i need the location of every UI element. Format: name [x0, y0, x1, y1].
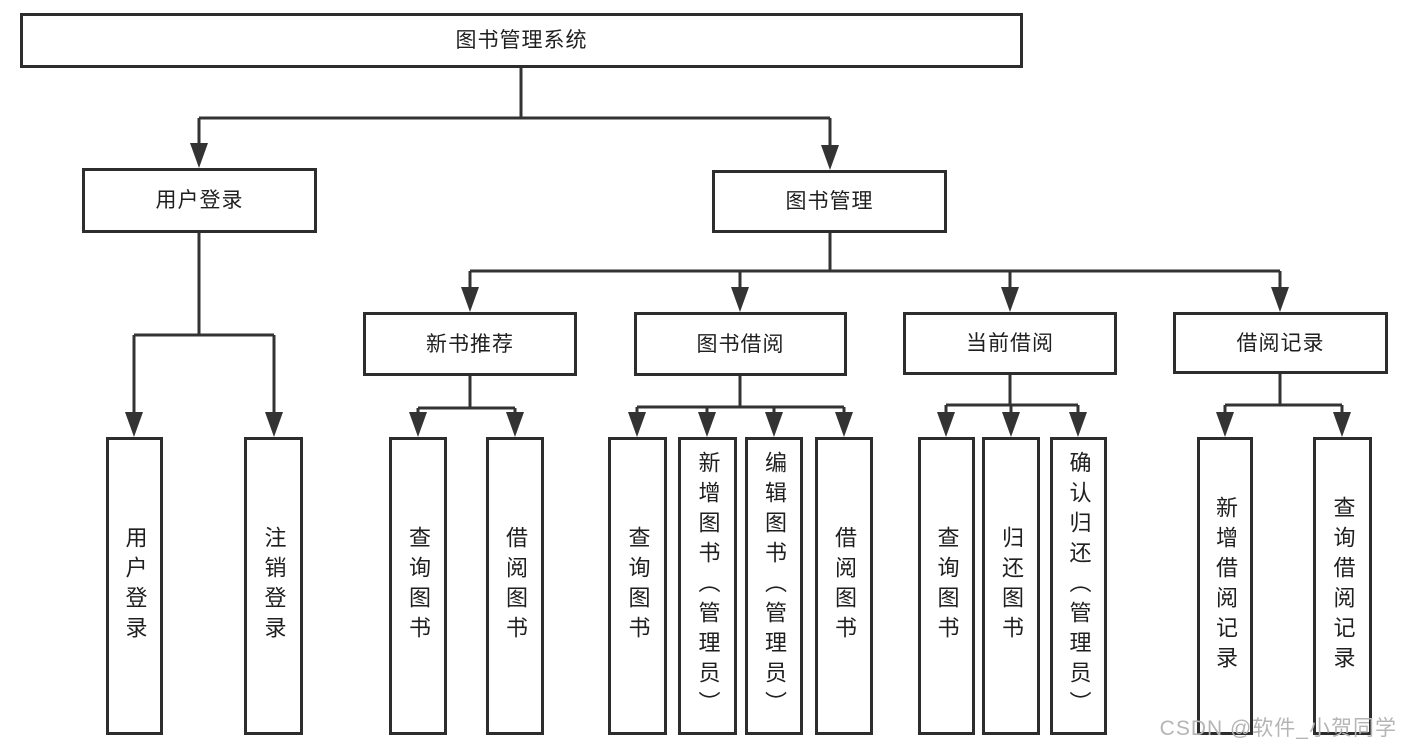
- leaf-add-books-admin: 新增图书（管理员）: [678, 437, 737, 735]
- leaf-confirm-return-admin: 确认归还（管理员）: [1050, 437, 1107, 735]
- leaf-newbook-borrow-books: 借阅图书: [486, 437, 544, 735]
- node-book-management-group-label: 图书管理: [785, 190, 874, 213]
- leaf-newbook-query-books-label: 查询图书: [406, 526, 431, 646]
- node-current-borrowing-label: 当前借阅: [966, 332, 1054, 355]
- leaf-edit-books-admin: 编辑图书（管理员）: [745, 437, 803, 735]
- node-book-borrowing-label: 图书借阅: [696, 332, 785, 356]
- leaf-borrowing-query-books-label: 查询图书: [625, 526, 651, 646]
- leaf-user-login: 用户登录: [106, 437, 163, 735]
- csdn-watermark: CSDN @软件_小贺同学: [1159, 717, 1397, 740]
- node-new-book-recommend-label: 新书推荐: [426, 332, 514, 356]
- node-book-management-group: 图书管理: [712, 170, 947, 233]
- node-user-login-group-label: 用户登录: [155, 189, 244, 212]
- node-user-login-group: 用户登录: [82, 168, 317, 233]
- leaf-add-books-admin-label: 新增图书（管理员）: [695, 451, 721, 721]
- leaf-query-borrow-record-label: 查询借阅记录: [1330, 496, 1356, 676]
- leaf-current-query-books-label: 查询图书: [934, 526, 960, 646]
- leaf-add-borrow-record-label: 新增借阅记录: [1213, 496, 1238, 676]
- leaf-logout: 注销登录: [244, 437, 303, 735]
- leaf-return-books-label: 归还图书: [999, 526, 1024, 646]
- node-library-management-system-label: 图书管理系统: [455, 29, 588, 52]
- leaf-newbook-query-books: 查询图书: [389, 437, 447, 735]
- node-book-borrowing: 图书借阅: [634, 312, 847, 376]
- leaf-borrowing-borrow-books-label: 借阅图书: [832, 526, 857, 646]
- arrowheads: [125, 143, 1351, 437]
- leaf-query-borrow-record: 查询借阅记录: [1313, 437, 1372, 735]
- leaf-borrowing-borrow-books: 借阅图书: [815, 437, 873, 735]
- leaf-confirm-return-admin-label: 确认归还（管理员）: [1066, 451, 1092, 721]
- connector-segments: [132, 68, 1344, 416]
- leaf-add-borrow-record: 新增借阅记录: [1197, 437, 1253, 735]
- leaf-user-login-label: 用户登录: [122, 526, 148, 646]
- node-borrowing-records: 借阅记录: [1173, 312, 1388, 374]
- leaf-current-query-books: 查询图书: [918, 437, 975, 735]
- leaf-logout-label: 注销登录: [261, 526, 287, 646]
- node-library-management-system: 图书管理系统: [20, 13, 1023, 68]
- node-current-borrowing: 当前借阅: [903, 312, 1117, 375]
- node-borrowing-records-label: 借阅记录: [1236, 331, 1325, 355]
- leaf-borrowing-query-books: 查询图书: [608, 437, 667, 735]
- leaf-newbook-borrow-books-label: 借阅图书: [503, 526, 528, 646]
- leaf-edit-books-admin-label: 编辑图书（管理员）: [762, 451, 787, 721]
- leaf-return-books: 归还图书: [982, 437, 1040, 735]
- node-new-book-recommend: 新书推荐: [363, 312, 577, 376]
